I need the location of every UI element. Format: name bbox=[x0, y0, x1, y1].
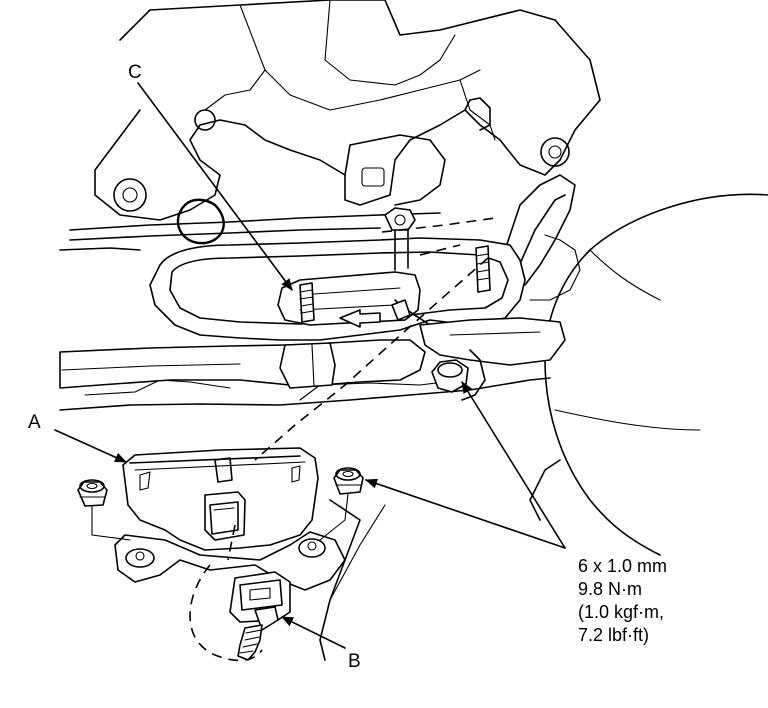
leader-b bbox=[281, 616, 346, 649]
torque-spec: 6 x 1.0 mm 9.8 N·m (1.0 kgf·m, 7.2 lbf·f… bbox=[578, 556, 667, 645]
leader-spec-nut-middle bbox=[365, 478, 566, 549]
callout-label-b: B bbox=[348, 651, 361, 672]
leader-c bbox=[137, 82, 293, 291]
sensor-unit-a bbox=[114, 447, 346, 591]
flange-nut-right bbox=[431, 349, 486, 401]
vehicle-body-structure bbox=[59, 0, 768, 661]
connector-b bbox=[229, 571, 291, 661]
spec-line-torque-kgfm: (1.0 kgf·m, bbox=[578, 602, 664, 622]
callout-leaders bbox=[54, 82, 566, 649]
callout-label-a: A bbox=[28, 412, 41, 433]
spec-line-size: 6 x 1.0 mm bbox=[578, 556, 667, 576]
leader-a bbox=[54, 429, 127, 463]
callout-label-c: C bbox=[128, 62, 142, 83]
wire-harness-conduit bbox=[59, 317, 566, 389]
spec-line-torque-lbfft: 7.2 lbf·ft) bbox=[578, 625, 649, 645]
spec-line-torque-nm: 9.8 N·m bbox=[578, 579, 642, 599]
flange-nut-left bbox=[77, 479, 108, 507]
alignment-guide-lines bbox=[91, 217, 496, 662]
flange-nut-middle bbox=[333, 467, 364, 495]
leader-spec-nut-right bbox=[461, 381, 566, 549]
mounting-bracket bbox=[149, 207, 526, 341]
